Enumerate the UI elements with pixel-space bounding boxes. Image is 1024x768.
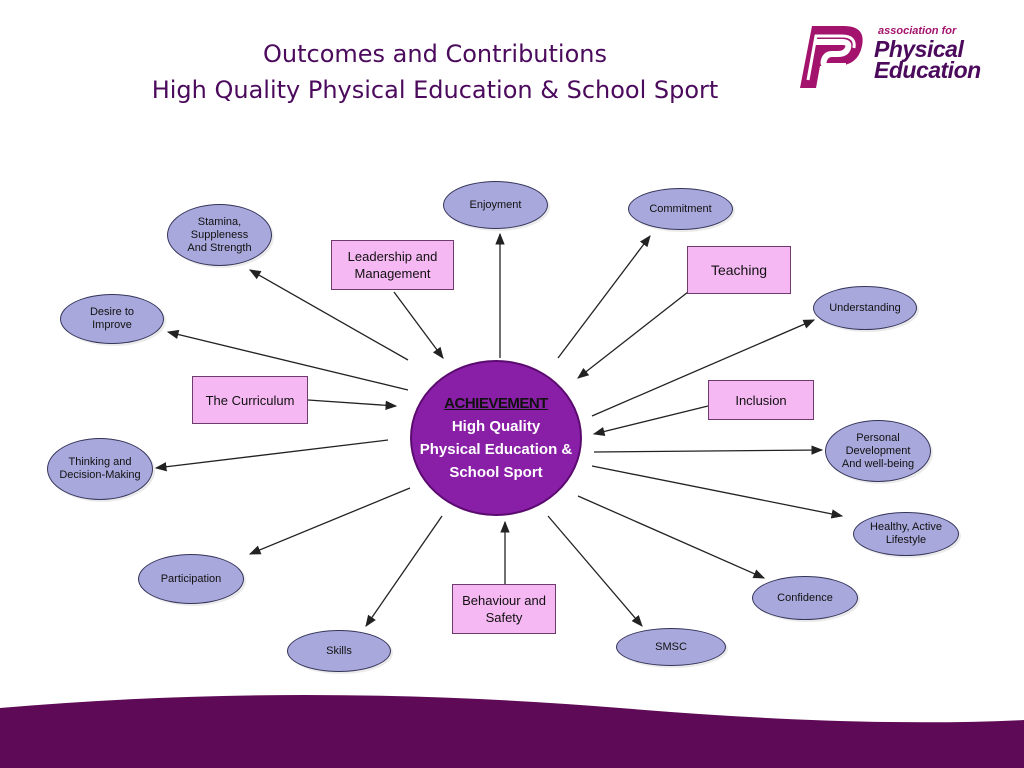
outcome-understanding: Understanding (813, 286, 917, 330)
contribution-the-curriculum: The Curriculum (192, 376, 308, 424)
achievement-line: School Sport (449, 464, 543, 481)
logo-text-association: association for (878, 25, 957, 37)
achievement-hub: ACHIEVEMENT High Quality Physical Educat… (410, 360, 582, 516)
logo-text-physical: Physical (874, 36, 964, 62)
slide-title-line2: High Quality Physical Education & School… (151, 76, 719, 104)
a-personal-arrow (593, 445, 824, 455)
a-desire-arrow (166, 329, 409, 391)
outcome-participation: Participation (138, 554, 244, 604)
afpe-logo: association for Physical Education (786, 20, 1002, 92)
achievement-line: Physical Education & (419, 441, 573, 458)
a-commitment-arrow (557, 235, 651, 359)
slide-title: Outcomes and Contributions High Quality … (100, 36, 770, 108)
a-curriculum-arrow (307, 399, 398, 410)
contribution-teaching: Teaching (687, 246, 791, 294)
a-leadership-arrow (393, 291, 444, 359)
a-healthy-arrow (591, 465, 844, 519)
outcome-commitment: Commitment (628, 188, 733, 230)
outcome-desire-to-improve: Desire to Improve (60, 294, 164, 344)
contribution-behaviour-safety: Behaviour and Safety (452, 584, 556, 634)
outcome-skills: Skills (287, 630, 391, 672)
outcome-healthy-active-lifestyle: Healthy, Active Lifestyle (853, 512, 959, 556)
a-understanding-arrow (591, 319, 816, 417)
a-teaching-arrow (577, 291, 689, 379)
afpe-p-logo-icon (800, 26, 863, 88)
outcome-smsc: SMSC (616, 628, 726, 666)
contribution-leadership-management: Leadership and Management (331, 240, 454, 290)
contribution-inclusion: Inclusion (708, 380, 814, 420)
logo-text-education: Education (874, 57, 981, 83)
outcomes-diagram: ACHIEVEMENT High Quality Physical Educat… (0, 170, 1024, 680)
achievement-line: High Quality (451, 418, 541, 435)
outcome-confidence: Confidence (752, 576, 858, 620)
achievement-heading: ACHIEVEMENT (444, 395, 548, 412)
a-smsc-arrow (547, 515, 643, 627)
outcome-stamina: Stamina, Suppleness And Strength (167, 204, 272, 266)
slide-title-line1: Outcomes and Contributions (263, 40, 607, 68)
outcome-enjoyment: Enjoyment (443, 181, 548, 229)
outcome-personal-development: Personal Development And well-being (825, 420, 931, 482)
outcome-thinking-decision-making: Thinking and Decision-Making (47, 438, 153, 500)
a-confidence-arrow (577, 495, 766, 579)
footer-wave (0, 695, 1024, 768)
a-thinking-arrow (154, 439, 389, 472)
a-inclusion-arrow (592, 405, 709, 437)
a-skills-arrow (365, 515, 443, 627)
a-participation-arrow (248, 487, 411, 555)
arrow-layer (154, 232, 844, 627)
a-stamina-arrow (248, 269, 409, 361)
